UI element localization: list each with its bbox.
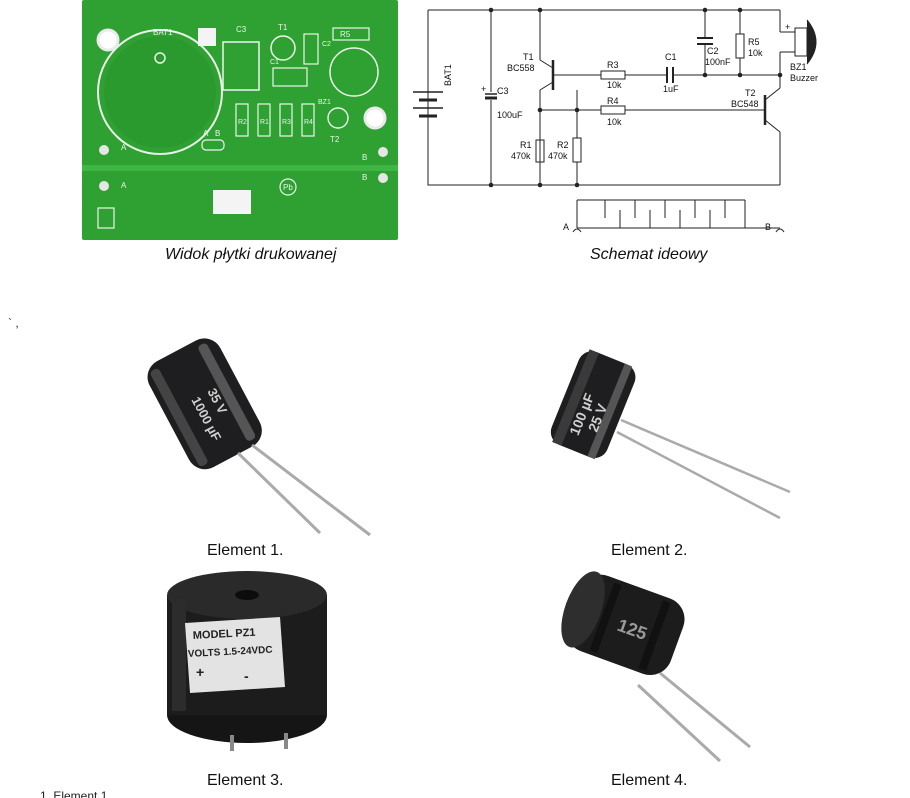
label-r2: R2	[557, 140, 569, 150]
element-4-image: 125	[550, 565, 770, 765]
label-bz-plus: +	[785, 22, 791, 32]
element-1-image: 1000 µF 35 V	[130, 325, 390, 540]
stray-mark: ` ,	[8, 316, 19, 330]
label-r4: R4	[607, 96, 619, 106]
pcb-silk-c2: C2	[322, 41, 331, 48]
label-c3-value: 100uF	[497, 110, 523, 120]
pcb-silk-r2: R2	[238, 119, 247, 126]
label-r1-value: 470k	[511, 151, 531, 161]
label-r5: R5	[748, 37, 760, 47]
label-t2-type: BC548	[731, 99, 759, 109]
label-c1-value: 1uF	[663, 84, 679, 94]
pcb-silk-a3: A	[121, 181, 127, 190]
schematic-labels: BAT1 + C3 100uF T1 BC558 R3 10k C1 1uF C…	[405, 0, 825, 245]
label-b: B	[765, 222, 772, 232]
pcb-silk-t2: T2	[330, 135, 340, 144]
pcb-silk-bat1: BAT1	[153, 28, 173, 37]
label-c2-value: 100nF	[705, 57, 731, 67]
element-2-image: 100 µF 25 V	[525, 340, 795, 530]
pcb-silk-r1: R1	[260, 119, 269, 126]
element-2-caption: Element 2.	[611, 542, 688, 559]
element-3-caption: Element 3.	[207, 772, 284, 789]
label-c3-plus: +	[481, 84, 487, 94]
label-r2-value: 470k	[548, 151, 568, 161]
label-r3-value: 10k	[607, 80, 622, 90]
label-t1: T1	[523, 52, 534, 62]
element-1-caption: Element 1.	[207, 542, 284, 559]
pcb-silk-r3: R3	[282, 119, 291, 126]
pcb-silk-t1: T1	[278, 23, 288, 32]
element-3-image: MODEL PZ1 VOLTS 1.5-24VDC + -	[160, 565, 335, 765]
schematic-diagram	[413, 7, 817, 233]
label-c3: C3	[497, 86, 509, 96]
element-3-marking-plus: +	[196, 664, 204, 680]
pcb-image: BAT1 C3 T1 C2 R5 C1 R2 R1 R3 R4 BZ1	[82, 0, 398, 240]
pcb-silk-c3: C3	[236, 25, 247, 34]
pcb-silk-r4: R4	[304, 119, 313, 126]
label-r3: R3	[607, 60, 619, 70]
label-bz1: BZ1	[790, 62, 807, 72]
label-r5-value: 10k	[748, 48, 763, 58]
pcb-silk-r5: R5	[340, 30, 351, 39]
footer-text: 1. Element 1	[40, 791, 108, 798]
pcb-silk-a1: A	[203, 129, 209, 138]
label-c2: C2	[707, 46, 719, 56]
element-3-marking-minus: -	[244, 668, 249, 684]
pcb-silk-b2: B	[362, 153, 367, 162]
pcb-silk-c1: C1	[270, 59, 279, 66]
pcb-silk-bz1: BZ1	[318, 99, 331, 106]
element-3-marking-model: MODEL PZ1	[193, 627, 256, 642]
label-r1: R1	[520, 140, 532, 150]
label-bz1-type: Buzzer	[790, 73, 819, 83]
pcb-silk-b1: B	[215, 129, 220, 138]
pcb-view: BAT1 C3 T1 C2 R5 C1 R2 R1 R3 R4 BZ1	[78, 0, 403, 245]
label-bat1: BAT1	[443, 64, 453, 86]
element-3-marking-volts: VOLTS 1.5-24VDC	[188, 645, 273, 660]
element-4-caption: Element 4.	[611, 772, 688, 789]
pcb-silk-a2: A	[121, 143, 127, 152]
label-a: A	[563, 222, 570, 232]
label-c1: C1	[665, 52, 677, 62]
pcb-silk-pb: Pb	[283, 183, 293, 192]
schematic: BAT1 + C3 100uF T1 BC558 R3 10k C1 1uF C…	[405, 0, 825, 245]
schematic-caption: Schemat ideowy	[590, 246, 708, 263]
label-t1-type: BC558	[507, 63, 535, 73]
label-r4-value: 10k	[607, 117, 622, 127]
label-t2: T2	[745, 88, 756, 98]
pcb-caption: Widok płytki drukowanej	[165, 246, 337, 263]
pcb-silk-b3: B	[362, 173, 367, 182]
